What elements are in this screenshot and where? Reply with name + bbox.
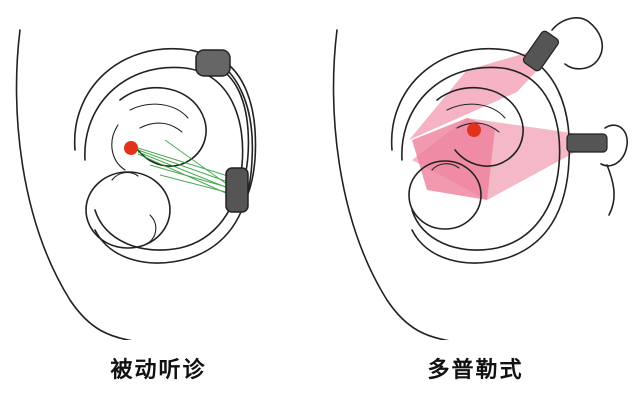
caption-doppler: 多普勒式 xyxy=(317,352,634,384)
sound-waves xyxy=(138,140,230,194)
caption-passive-auscultation: 被动听诊 xyxy=(0,352,317,384)
panel-passive-auscultation: 被动听诊 xyxy=(0,0,317,393)
fetus-head xyxy=(86,172,170,248)
doppler-probe-icon xyxy=(522,18,627,215)
panel-doppler: 多普勒式 xyxy=(317,0,634,393)
mother-back-contour xyxy=(17,30,140,340)
fetal-heart xyxy=(124,141,138,155)
fetal-heart xyxy=(467,123,481,137)
passive-auscultation-illustration xyxy=(0,0,317,340)
stethoscope-icon xyxy=(196,50,255,212)
doppler-illustration xyxy=(317,0,634,340)
